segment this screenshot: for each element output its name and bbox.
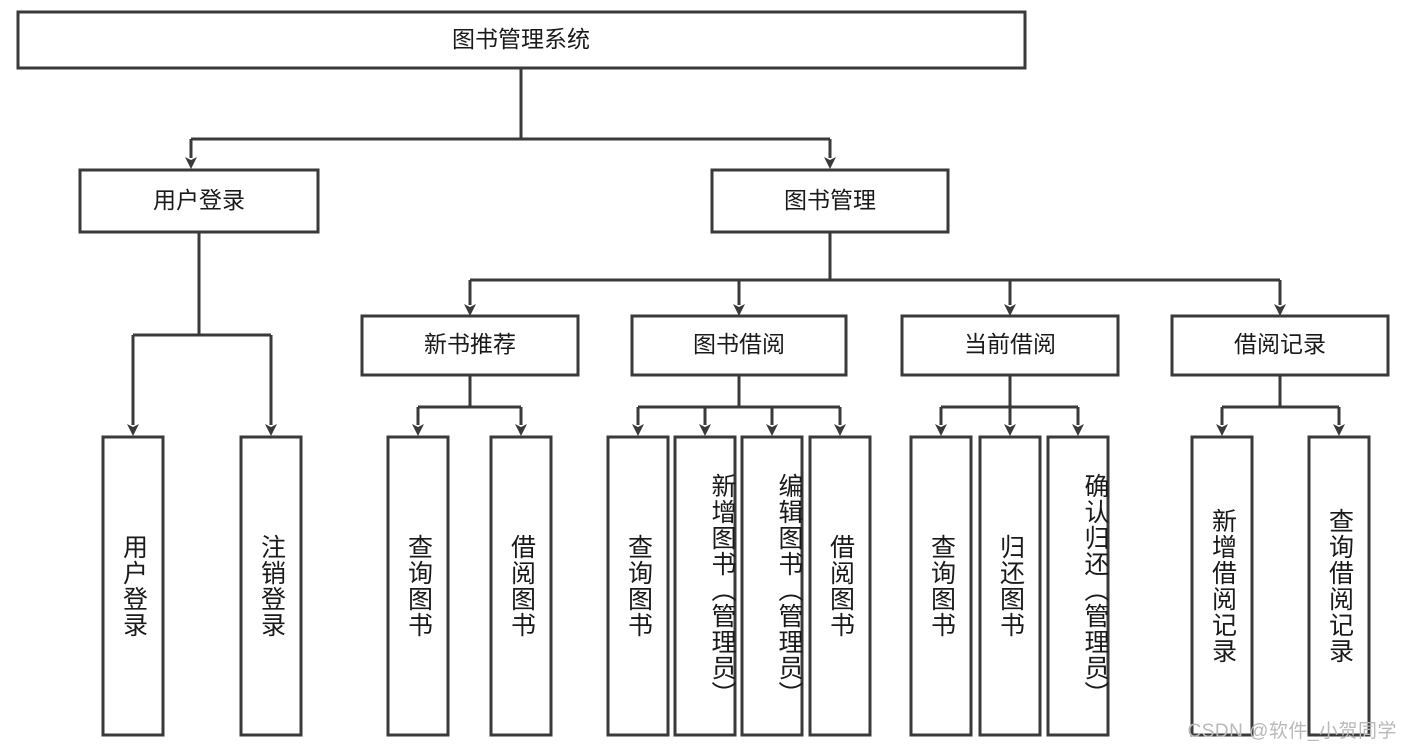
leaf-node[interactable] xyxy=(1307,435,1371,737)
node-book-borrow-label: 图书借阅 xyxy=(693,331,785,357)
leaf-node[interactable] xyxy=(673,435,737,737)
node-user-login-box xyxy=(78,168,320,234)
node-new-book[interactable]: 新书推荐 xyxy=(360,314,580,377)
node-new-book-label: 新书推荐 xyxy=(424,331,516,357)
leaf-node[interactable] xyxy=(1190,435,1254,737)
node-borrow-record[interactable]: 借阅记录 xyxy=(1170,314,1390,377)
node-new-book-box xyxy=(360,314,580,377)
leaf-node[interactable] xyxy=(1046,435,1110,737)
node-root-box xyxy=(16,10,1027,70)
node-root-label: 图书管理系统 xyxy=(452,26,590,52)
leaf-box-br-query xyxy=(1307,435,1371,737)
node-current-borrow-box xyxy=(900,314,1120,377)
node-book-manage-box xyxy=(710,168,950,234)
csdn-watermark: CSDN @软件_小贺同学 xyxy=(1187,721,1397,742)
leaf-box-nb-borrow xyxy=(489,435,553,737)
node-current-borrow[interactable]: 当前借阅 xyxy=(900,314,1120,377)
leaf-box-logout xyxy=(239,435,303,737)
leaf-box-bb-add xyxy=(673,435,737,737)
node-book-borrow-box xyxy=(630,314,848,377)
node-root[interactable]: 图书管理系统 xyxy=(16,10,1027,70)
leaf-box-nb-query xyxy=(386,435,450,737)
leaf-node[interactable] xyxy=(386,435,450,737)
leaf-box-bb-query xyxy=(606,435,670,737)
node-borrow-record-box xyxy=(1170,314,1390,377)
edge-group xyxy=(127,68,1345,436)
leaf-node[interactable] xyxy=(909,435,973,737)
node-user-login[interactable]: 用户登录 xyxy=(78,168,320,234)
leaf-node[interactable] xyxy=(978,435,1042,737)
node-book-manage[interactable]: 图书管理 xyxy=(710,168,950,234)
leaf-node[interactable] xyxy=(239,435,303,737)
node-user-login-label: 用户登录 xyxy=(153,187,245,213)
leaf-box-cb-query xyxy=(909,435,973,737)
leaf-box-br-add xyxy=(1190,435,1254,737)
leaf-box-user-login xyxy=(101,435,165,737)
leaf-node[interactable] xyxy=(489,435,553,737)
leaf-node[interactable] xyxy=(101,435,165,737)
leaf-box-cb-return xyxy=(978,435,1042,737)
node-book-manage-label: 图书管理 xyxy=(784,187,876,213)
leaf-box-cb-confirm xyxy=(1046,435,1110,737)
leaf-node[interactable] xyxy=(740,435,804,737)
leaf-box-bb-edit xyxy=(740,435,804,737)
leaf-node[interactable] xyxy=(808,435,872,737)
node-current-borrow-label: 当前借阅 xyxy=(964,331,1056,357)
leaf-box-bb-borrow xyxy=(808,435,872,737)
node-borrow-record-label: 借阅记录 xyxy=(1234,331,1326,357)
node-book-borrow[interactable]: 图书借阅 xyxy=(630,314,848,377)
leaf-node[interactable] xyxy=(606,435,670,737)
